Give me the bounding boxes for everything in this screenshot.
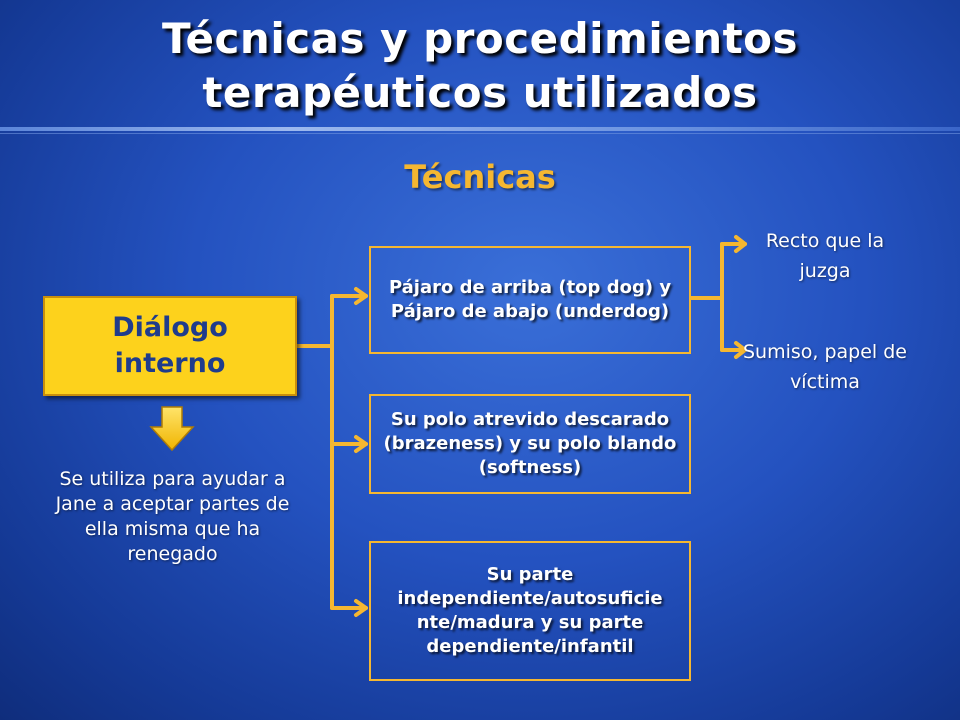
technique-text-2: Su polo atrevido descarado (brazeness) y… [383,409,677,478]
title-divider [0,127,960,131]
sub-item-sumiso: Sumiso, papel de víctima [742,341,907,393]
title-divider-thin [0,133,960,134]
slide-title-line-2: terapéuticos utilizados [202,68,758,117]
slide-title: Técnicas y procedimientos terapéuticos u… [0,12,960,120]
sub-arrowhead-1 [734,235,747,253]
slide-title-line-1: Técnicas y procedimientos [161,14,799,63]
sub-arrowhead-2 [734,341,747,359]
branch-arrowhead-2 [354,435,368,453]
technique-box-3: Su parte independiente/autosuficie nte/m… [369,541,691,681]
technique-box-1: Pájaro de arriba (top dog) y Pájaro de a… [369,246,691,354]
section-subtitle: Técnicas [404,158,556,196]
branch-arrowhead-1 [354,287,368,305]
technique-text-3: Su parte independiente/autosuficie nte/m… [397,564,663,657]
branch-arrowhead-3 [354,599,368,617]
main-node-dialogo-interno: Diálogo interno [43,296,297,396]
technique-text-1: Pájaro de arriba (top dog) y Pájaro de a… [388,277,672,322]
technique-box-2: Su polo atrevido descarado (brazeness) y… [369,394,691,494]
main-node-description: Se utiliza para ayudar a Jane a aceptar … [55,468,290,565]
main-node-line-1: Diálogo [112,312,228,343]
sub-item-recto: Recto que la juzga [765,230,885,282]
main-node-line-2: interno [114,348,226,379]
down-arrow-icon [149,406,195,452]
